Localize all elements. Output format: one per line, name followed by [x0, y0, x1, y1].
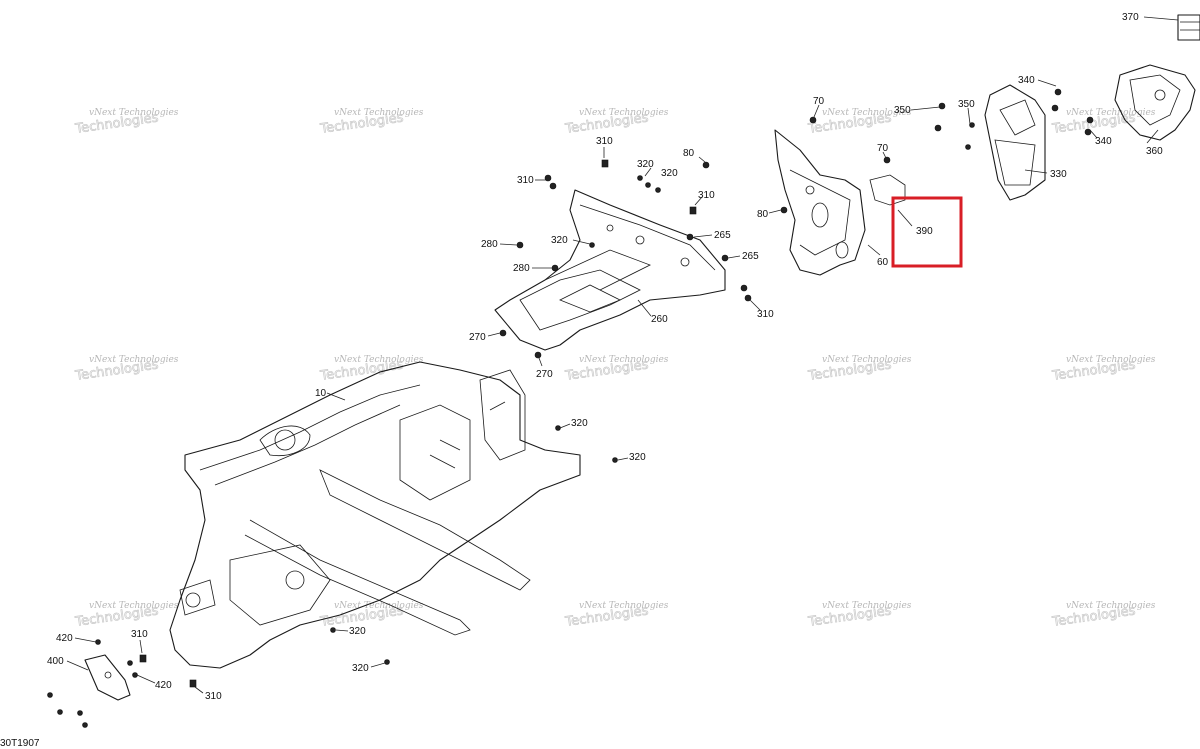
svg-text:vNext Technologies: vNext Technologies	[1066, 355, 1156, 365]
svg-text:vNext Technologies: vNext Technologies	[822, 355, 912, 365]
bracket-part-400[interactable]	[84, 654, 131, 701]
watermark: vNext Technologies Technologies	[318, 355, 424, 384]
svg-text:vNext Technologies: vNext Technologies	[579, 355, 669, 365]
callout-340[interactable]: 340	[1095, 136, 1112, 147]
fasteners	[47, 88, 1094, 728]
watermark: vNext Technologies Technologies	[318, 108, 424, 137]
callout-280[interactable]: 280	[513, 263, 530, 274]
watermark-layer: vNext Technologies Technologies vNext Te…	[73, 108, 1156, 630]
watermark: vNext Technologies Technologies	[73, 601, 179, 630]
document-reference: 30T1907	[0, 738, 40, 749]
svg-text:vNext Technologies: vNext Technologies	[334, 355, 424, 365]
rear-subframe-part-260[interactable]	[494, 189, 726, 351]
callout-400[interactable]: 400	[47, 656, 64, 667]
callout-350[interactable]: 350	[894, 105, 911, 116]
bracket-part-60[interactable]	[774, 129, 906, 276]
callout-80[interactable]: 80	[683, 148, 695, 159]
watermark: vNext Technologies Technologies	[563, 601, 669, 630]
callout-265[interactable]: 265	[742, 251, 759, 262]
watermark: vNext Technologies Technologies	[318, 601, 424, 630]
highlight-box-390	[891, 196, 963, 268]
watermark: vNext Technologies Technologies	[1050, 355, 1156, 384]
fitting-part-370[interactable]	[1177, 14, 1200, 41]
watermark: vNext Technologies Technologies	[73, 108, 179, 137]
callout-320[interactable]: 320	[551, 235, 568, 246]
callout-270[interactable]: 270	[469, 332, 486, 343]
callout-60[interactable]: 60	[877, 257, 889, 268]
callout-350[interactable]: 350	[958, 99, 975, 110]
callout-390[interactable]: 390	[916, 226, 933, 237]
watermark: vNext Technologies Technologies	[563, 108, 669, 137]
callout-280[interactable]: 280	[481, 239, 498, 250]
callout-320[interactable]: 320	[661, 168, 678, 179]
callout-310[interactable]: 310	[517, 175, 534, 186]
svg-text:vNext Technologies: vNext Technologies	[579, 601, 669, 611]
callout-310[interactable]: 310	[698, 190, 715, 201]
callout-310[interactable]: 310	[131, 629, 148, 640]
callout-340[interactable]: 340	[1018, 75, 1035, 86]
plate-part-330[interactable]	[984, 84, 1046, 201]
callout-10[interactable]: 10	[315, 388, 327, 399]
svg-text:vNext Technologies: vNext Technologies	[822, 601, 912, 611]
callout-320[interactable]: 320	[571, 418, 588, 429]
callout-370[interactable]: 370	[1122, 12, 1139, 23]
watermark: vNext Technologies Technologies	[1050, 108, 1156, 137]
callout-310[interactable]: 310	[757, 309, 774, 320]
callout-320[interactable]: 320	[352, 663, 369, 674]
svg-text:vNext Technologies: vNext Technologies	[1066, 601, 1156, 611]
callout-420[interactable]: 420	[56, 633, 73, 644]
svg-text:vNext Technologies: vNext Technologies	[89, 355, 179, 365]
watermark: vNext Technologies Technologies	[73, 355, 179, 384]
svg-text:vNext Technologies: vNext Technologies	[334, 601, 424, 611]
callout-265[interactable]: 265	[714, 230, 731, 241]
bracket-part-360[interactable]	[1114, 64, 1196, 141]
callout-330[interactable]: 330	[1050, 169, 1067, 180]
main-frame-part-10[interactable]	[169, 361, 581, 669]
watermark: vNext Technologies Technologies	[1050, 601, 1156, 630]
watermark: vNext Technologies Technologies	[563, 355, 669, 384]
leader-lines	[66, 16, 1179, 694]
callout-310[interactable]: 310	[596, 136, 613, 147]
callout-270[interactable]: 270	[536, 369, 553, 380]
svg-text:vNext Technologies: vNext Technologies	[579, 108, 669, 118]
svg-text:vNext Technologies: vNext Technologies	[89, 601, 179, 611]
svg-text:vNext Technologies: vNext Technologies	[1066, 108, 1156, 118]
callout-320[interactable]: 320	[349, 626, 366, 637]
callout-420[interactable]: 420	[155, 680, 172, 691]
watermark: vNext Technologies Technologies	[806, 355, 912, 384]
callout-320[interactable]: 320	[637, 159, 654, 170]
svg-text:vNext Technologies: vNext Technologies	[822, 108, 912, 118]
callout-260[interactable]: 260	[651, 314, 668, 325]
callout-labels: 370 340 340 360 330 350 350 70 70 80 80 …	[47, 12, 1163, 702]
svg-text:vNext Technologies: vNext Technologies	[334, 108, 424, 118]
callout-310[interactable]: 310	[205, 691, 222, 702]
callout-320[interactable]: 320	[629, 452, 646, 463]
callout-70[interactable]: 70	[877, 143, 889, 154]
svg-text:vNext Technologies: vNext Technologies	[89, 108, 179, 118]
callout-80[interactable]: 80	[757, 209, 769, 220]
watermark: vNext Technologies Technologies	[806, 601, 912, 630]
callout-360[interactable]: 360	[1146, 146, 1163, 157]
callout-70[interactable]: 70	[813, 96, 825, 107]
